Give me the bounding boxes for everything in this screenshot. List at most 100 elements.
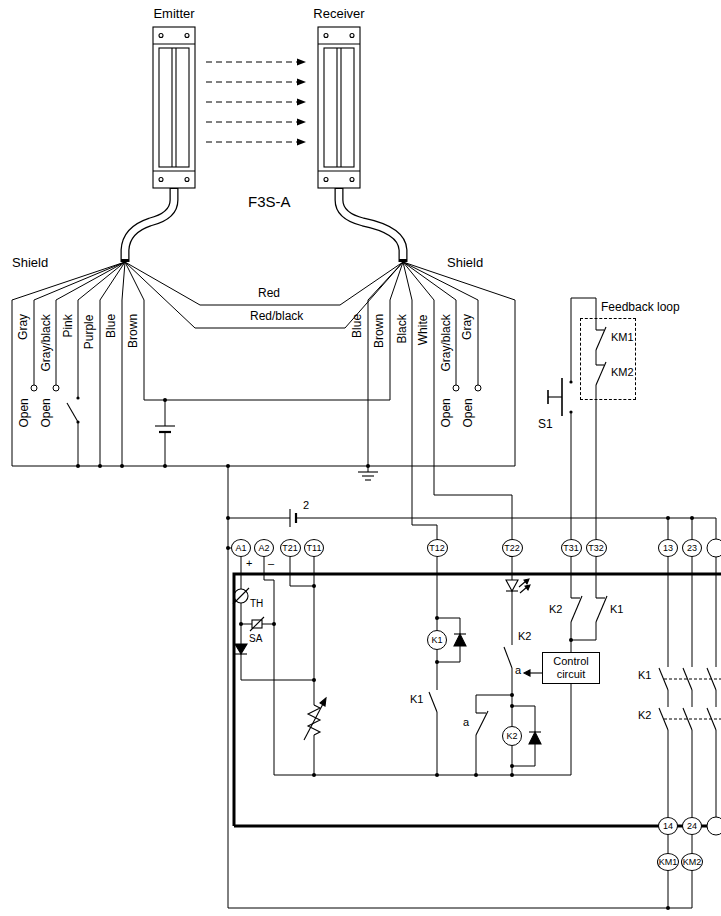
component-symbol — [234, 589, 248, 603]
terminal-label: T31 — [563, 544, 579, 553]
model-name: F3S-A — [248, 193, 291, 210]
wire — [12, 466, 515, 467]
light-curtain-housing — [153, 43, 195, 44]
wire — [403, 262, 478, 385]
wire — [100, 262, 125, 466]
relay-coil: K2 — [502, 726, 522, 746]
contact-symbol — [596, 327, 606, 350]
wire — [716, 518, 717, 539]
wire-label: Shield — [447, 256, 483, 271]
wire — [12, 262, 125, 466]
wire — [512, 557, 513, 580]
wire — [668, 690, 669, 707]
light-curtain-housing — [185, 178, 189, 182]
terminal-label: T12 — [429, 544, 445, 553]
component-symbol — [529, 732, 541, 744]
light-curtain-housing — [153, 170, 195, 171]
wire — [228, 466, 692, 908]
wire — [165, 432, 166, 466]
wire-color-label: Blue — [105, 314, 119, 338]
wire — [290, 557, 314, 586]
component-symbol — [155, 425, 175, 426]
contact-symbol — [664, 678, 721, 679]
component-symbol — [506, 580, 518, 591]
terminal-label: A2 — [258, 544, 269, 553]
light-curtain-housing — [324, 34, 328, 38]
light-beam-arrow — [297, 79, 306, 86]
terminal: T32 — [586, 539, 607, 557]
wire — [314, 557, 315, 705]
light-curtain-housing — [324, 48, 354, 167]
contact-label: K1 — [610, 603, 623, 616]
wire — [476, 695, 512, 713]
wire — [437, 650, 438, 690]
light-curtain-housing — [175, 48, 176, 167]
junction-dot — [76, 396, 79, 399]
cable — [339, 188, 403, 262]
open-wire-label: Open — [39, 398, 53, 427]
junction-dot — [666, 906, 670, 910]
light-curtain-housing — [350, 34, 354, 38]
junction-dot — [569, 638, 573, 642]
contact-symbol — [67, 403, 78, 422]
component-symbol — [155, 426, 542, 744]
wire — [716, 730, 717, 817]
terminal: T21 — [280, 539, 301, 557]
light-curtain-housing — [159, 34, 163, 38]
contact-symbol — [476, 711, 488, 735]
junction-dot — [474, 773, 478, 777]
open-wire-end — [53, 385, 59, 391]
junction-dot — [76, 464, 80, 468]
component-symbol — [235, 644, 247, 654]
cable — [339, 189, 403, 259]
component-symbol — [454, 634, 466, 646]
contact-symbol — [596, 597, 605, 598]
contact-symbol — [504, 647, 512, 668]
terminal: 24 — [682, 817, 702, 835]
junction-dot — [226, 464, 230, 468]
junction-dot — [226, 516, 230, 520]
terminal: T11 — [304, 539, 324, 557]
contact-symbol — [596, 329, 604, 330]
light-beam-arrow — [297, 59, 306, 66]
light-curtain-housing — [153, 27, 360, 188]
open-wire-end — [31, 385, 481, 391]
wire — [596, 350, 597, 365]
wire — [12, 262, 716, 908]
polarity-label: – — [268, 557, 274, 570]
terminal: 23 — [682, 539, 702, 557]
terminal-label: KM2 — [683, 858, 702, 867]
wire — [403, 262, 456, 385]
component-label: SA — [249, 633, 262, 645]
contact-symbol — [571, 597, 580, 598]
light-curtain-housing — [336, 48, 337, 167]
component-symbol — [525, 585, 530, 590]
open-wire-end — [453, 385, 459, 391]
wire-color-label: Red — [258, 287, 280, 301]
junction-dot — [666, 516, 670, 520]
wire-color-label: Pink — [61, 314, 75, 337]
feedback-loop-title: Feedback loop — [601, 301, 680, 315]
wire — [403, 262, 512, 539]
cable — [125, 188, 174, 262]
junction-dot — [98, 464, 102, 468]
junction-dot — [510, 773, 514, 777]
wire — [125, 262, 403, 305]
component-symbol — [529, 672, 542, 673]
wire-color-label: Brown — [127, 314, 141, 348]
wire — [596, 557, 597, 598]
wire-color-label: Brown — [373, 314, 387, 348]
terminal-label: T22 — [504, 544, 520, 553]
component-symbol — [529, 731, 541, 732]
light-curtain-housing — [318, 170, 360, 171]
light-beam-arrow — [206, 61, 298, 62]
terminal: 14 — [658, 817, 678, 835]
terminal-label: KM1 — [659, 858, 678, 867]
wire-color-label: Red/black — [250, 310, 303, 324]
contact-label: K2 — [549, 603, 562, 616]
light-curtain-receiver: Receiver — [309, 6, 369, 190]
junction-dot — [272, 622, 276, 626]
terminal-label: T32 — [588, 544, 604, 553]
wire-color-label: Gray — [461, 314, 475, 340]
